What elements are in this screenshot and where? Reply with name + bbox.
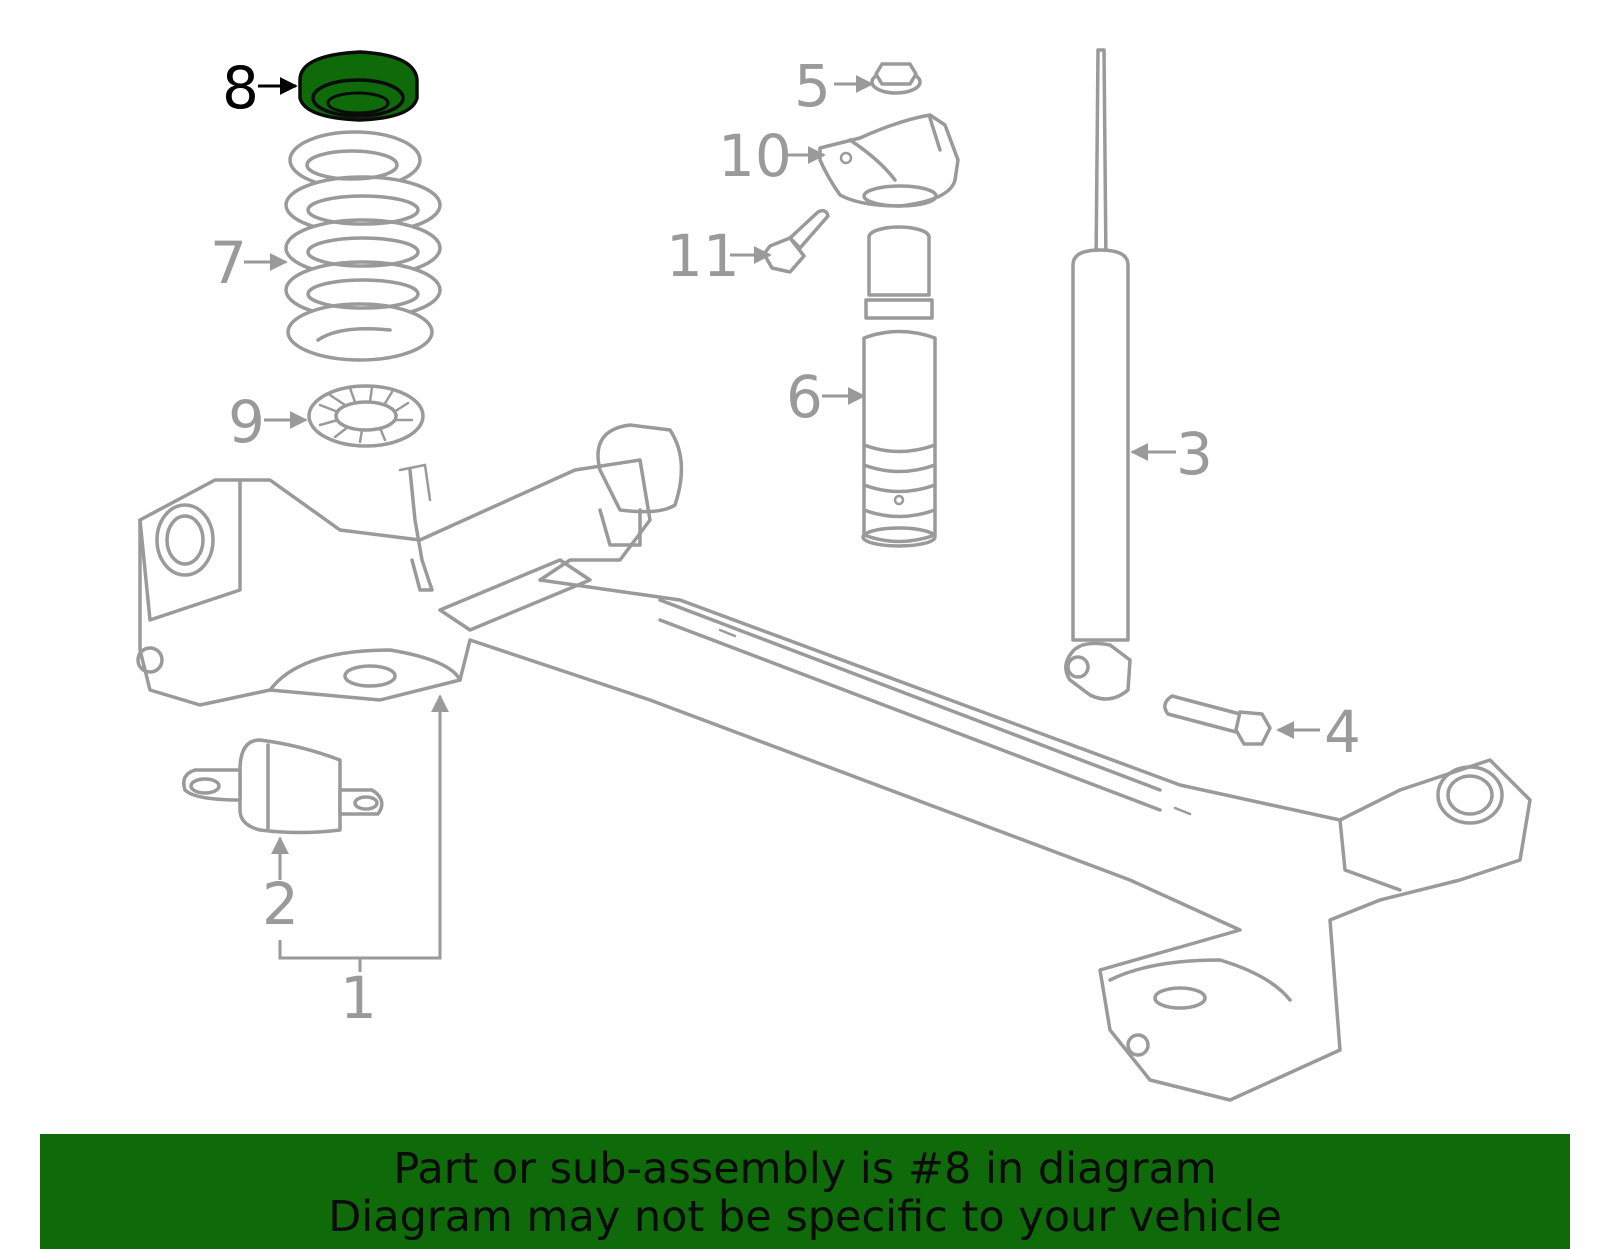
callout-11[interactable]: 11 [666, 222, 740, 290]
callout-5[interactable]: 5 [794, 52, 831, 120]
callout-8[interactable]: 8 [222, 54, 259, 122]
part-1-rear-axle[interactable] [136, 423, 1532, 1102]
callout-1[interactable]: 1 [340, 964, 377, 1032]
callout-6[interactable]: 6 [786, 363, 823, 431]
part-7-coil-spring[interactable] [284, 130, 442, 362]
part-4-bolt[interactable] [1163, 694, 1272, 746]
callout-10[interactable]: 10 [718, 122, 792, 190]
part-3-shock-absorber[interactable] [1064, 48, 1132, 701]
part-9-lower-spring-seat[interactable] [307, 384, 425, 448]
callout-7[interactable]: 7 [210, 229, 247, 297]
part-6-dust-boot[interactable] [861, 225, 937, 548]
part-10-upper-mount[interactable] [818, 113, 960, 208]
part-8-spring-seat[interactable] [298, 50, 419, 122]
callout-4[interactable]: 4 [1324, 698, 1361, 766]
part-11-bolt[interactable] [762, 208, 830, 274]
part-2-bushing[interactable] [182, 738, 384, 835]
leader-lines [244, 75, 1320, 972]
callouts: 8 7 9 5 10 11 6 3 4 2 1 [210, 52, 1361, 1032]
callout-9[interactable]: 9 [228, 388, 265, 456]
callout-3[interactable]: 3 [1176, 420, 1213, 488]
info-banner: Part or sub-assembly is #8 in diagram Di… [40, 1134, 1570, 1249]
part-5-nut[interactable] [870, 62, 922, 95]
banner-disclaimer: Diagram may not be specific to your vehi… [328, 1192, 1282, 1242]
banner-part-note: Part or sub-assembly is #8 in diagram [393, 1144, 1217, 1194]
callout-2[interactable]: 2 [262, 870, 299, 938]
